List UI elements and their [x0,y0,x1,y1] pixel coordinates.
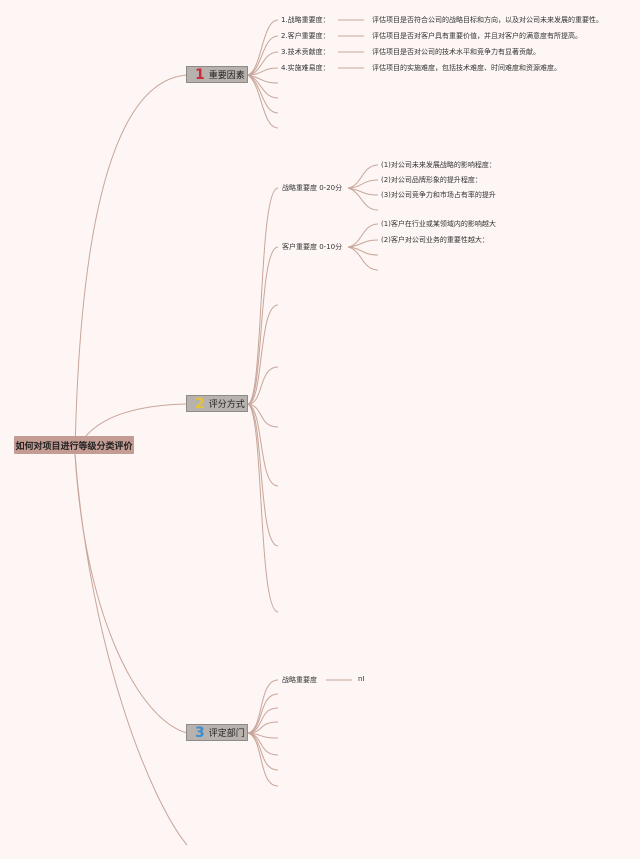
branch-number-2: 2 [195,395,205,412]
branch-number-3: 3 [195,724,205,741]
branch-node-2[interactable]: 2 评分方式 [186,395,248,412]
sub-strategy-score-1[interactable]: (1)对公司未来发展战略的影响程度： [381,161,496,169]
sub-strategy-score-2[interactable]: (2)对公司品牌形象的提升程度： [381,176,482,184]
branch-node-1[interactable]: 1 重要因素 [186,66,248,83]
note-dept-strategy: nI [358,675,365,683]
leaf-customer-score[interactable]: 客户重要度 0-10分 [282,243,343,251]
note-customer-importance: 评估项目是否对客户具有重要价值，并且对客户的满意度有所提高。 [372,32,582,40]
link-root-tail [74,453,188,846]
note-tech-contribution: 评估项目是否对公司的技术水平和竞争力有显著贡献。 [372,48,540,56]
link-root-branch1 [74,74,188,455]
leaf-strategy-score[interactable]: 战略重要度 0-20分 [282,184,343,192]
branch-label-2: 评分方式 [208,400,245,410]
leaf-tech-contribution[interactable]: 3.技术贡献度： [281,48,330,56]
root-label: 如何对项目进行等级分类评价 [15,441,133,452]
leaf-implementation-difficulty[interactable]: 4.实施难易度： [281,64,330,72]
branch-label-1: 重要因素 [208,71,245,81]
leaf-customer-importance[interactable]: 2.客户重要度： [281,32,330,40]
note-implementation-difficulty: 评估项目的实施难度，包括技术难度、时间难度和资源难度。 [372,64,561,72]
leaf-dept-strategy[interactable]: 战略重要度 [282,676,317,684]
sub-strategy-score-3[interactable]: (3)对公司竞争力和市场占有率的提升 [381,191,496,199]
link-root-branch3 [74,453,188,734]
note-strategy-importance: 评估项目是否符合公司的战略目标和方向，以及对公司未来发展的重要性。 [372,16,603,24]
branch-node-3[interactable]: 3 评定部门 [186,724,248,741]
root-node[interactable]: 如何对项目进行等级分类评价 [14,436,134,454]
branch-number-1: 1 [195,66,205,83]
sub-customer-score-2[interactable]: (2)客户对公司业务的重要性越大： [381,236,489,244]
branch-label-3: 评定部门 [208,729,245,739]
leaf-strategy-importance[interactable]: 1.战略重要度： [281,16,330,24]
sub-customer-score-1[interactable]: (1)客户在行业或某领域内的影响越大 [381,220,496,228]
